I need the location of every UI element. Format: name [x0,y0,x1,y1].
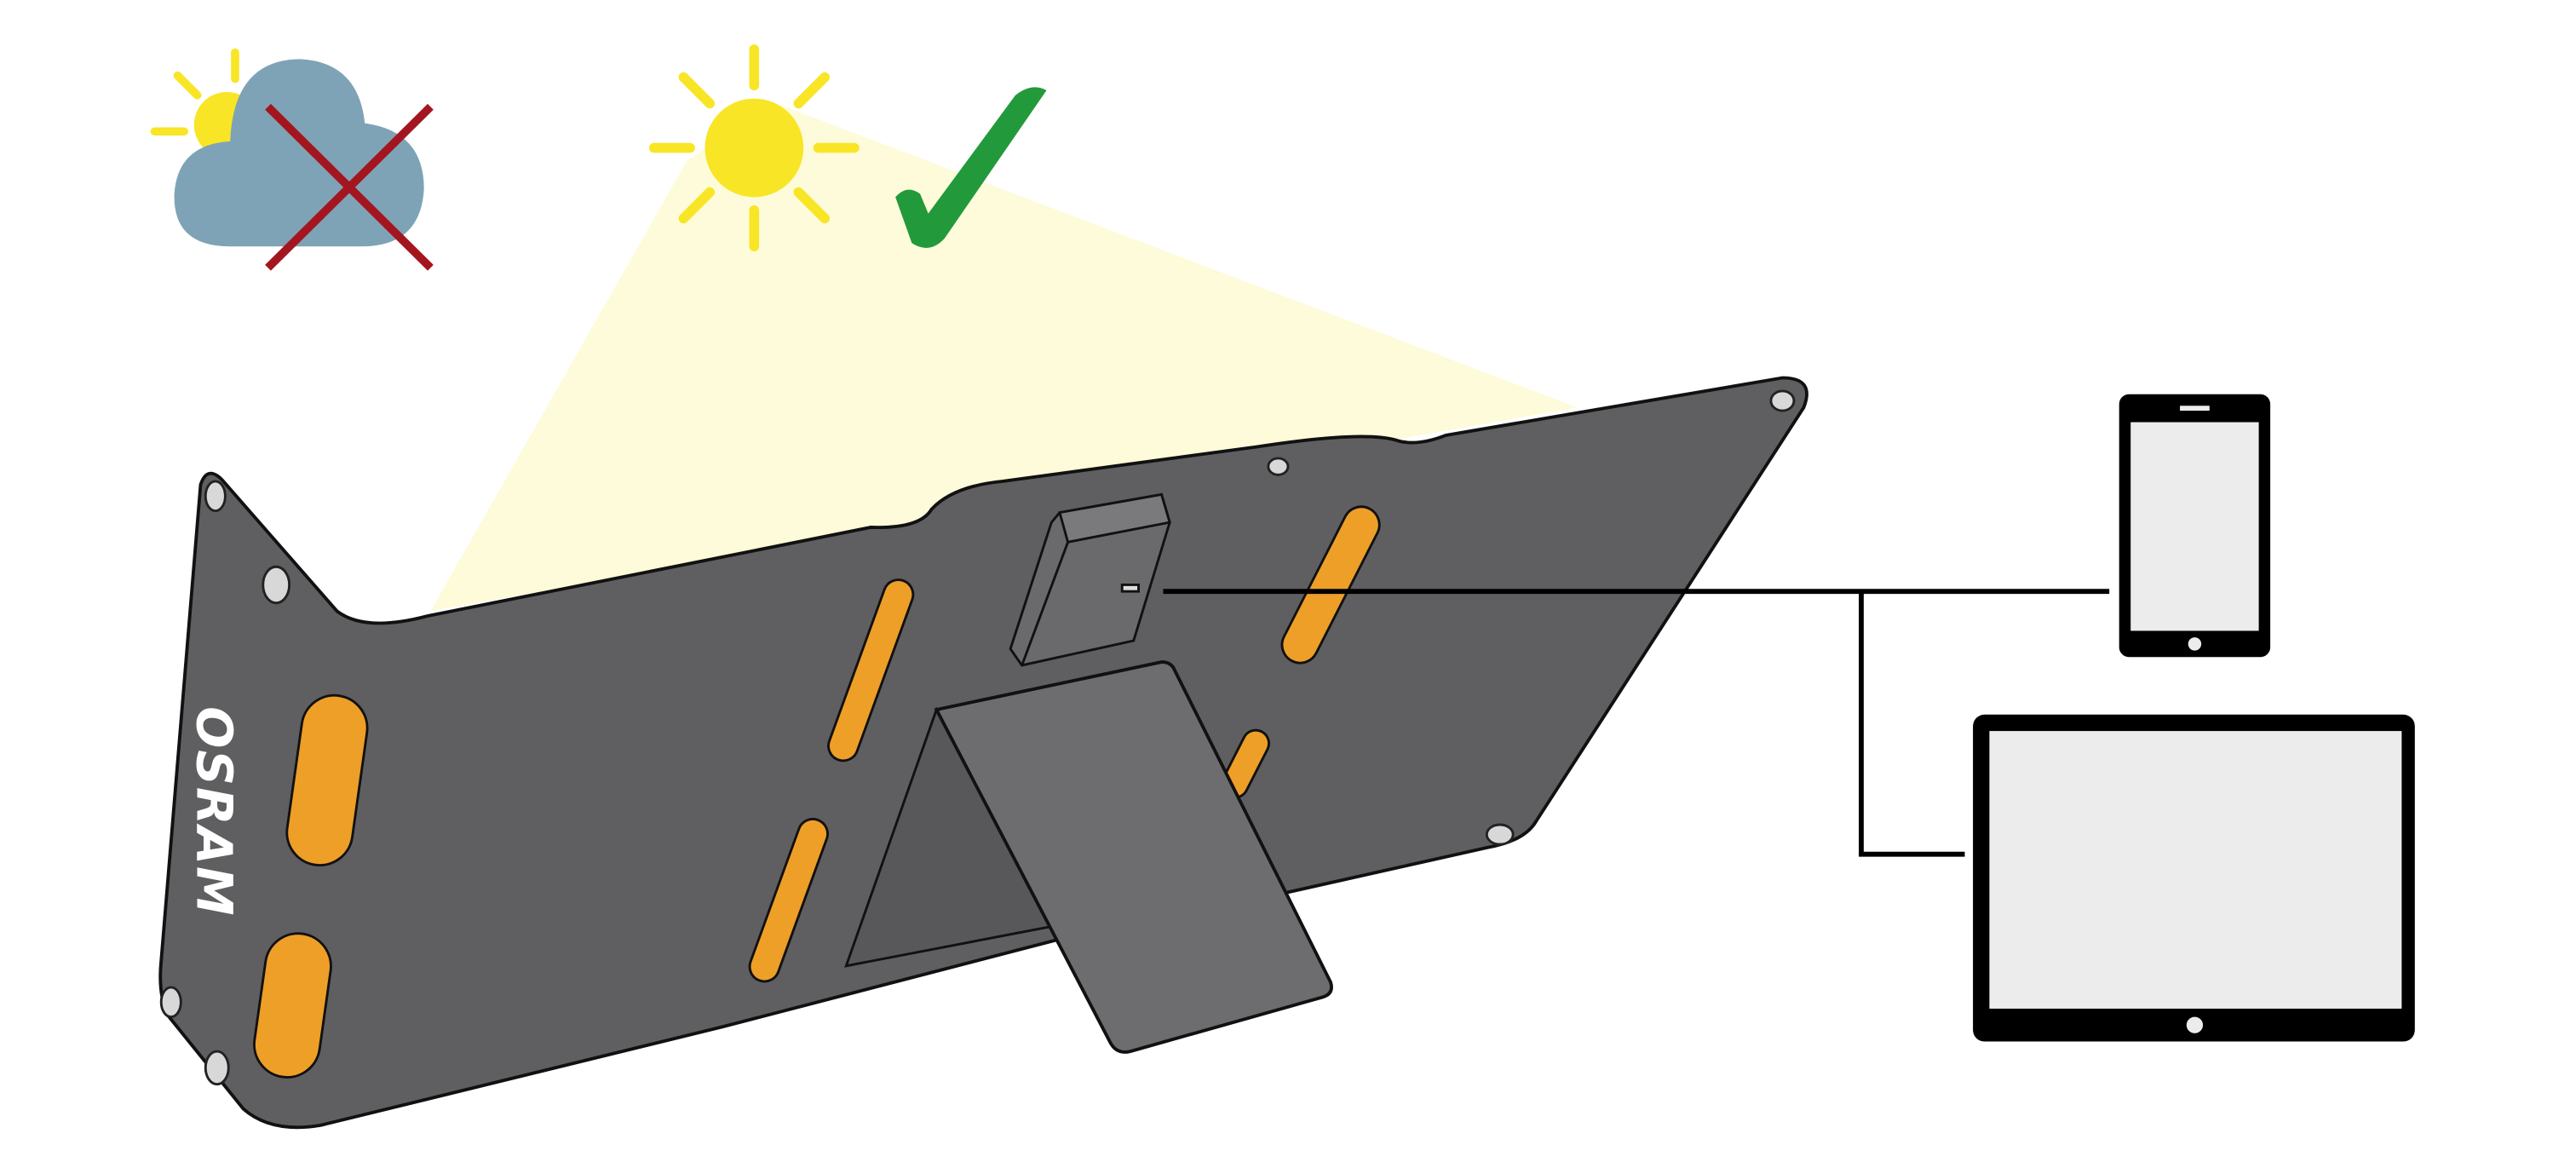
connector-box [1009,492,1172,667]
checkmark-icon [895,87,1047,248]
tablet-icon [1973,714,2415,1042]
slots [253,505,1381,1079]
grommets [159,389,1796,1086]
smartphone-icon [2119,394,2271,658]
osram-logo: OSRAM [186,706,244,917]
light-beam [430,101,1578,612]
sun-icon [648,44,860,252]
kickstand [934,660,1333,1054]
cross-icon [265,103,434,271]
cable [1163,589,2110,857]
